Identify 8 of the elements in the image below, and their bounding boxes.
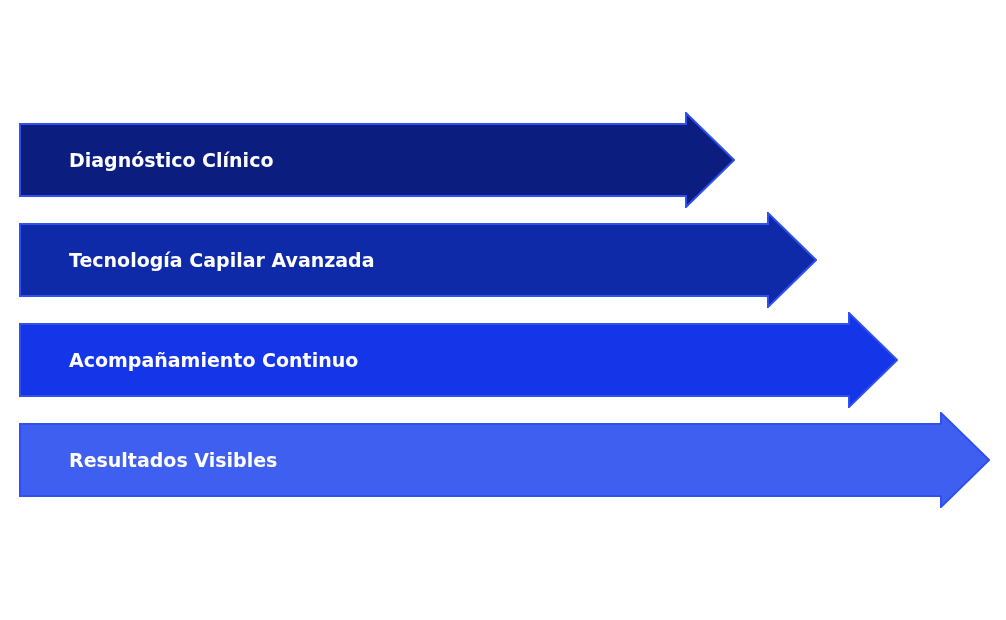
arrow-shape [19, 212, 817, 308]
step-label: Diagnóstico Clínico [69, 149, 274, 171]
arrow-shape [19, 312, 898, 408]
step-label: Resultados Visibles [69, 449, 278, 471]
step-label: Acompañamiento Continuo [69, 349, 359, 371]
step-label: Tecnología Capilar Avanzada [69, 249, 375, 271]
arrow-shape [19, 112, 735, 208]
arrow-shape [19, 412, 990, 508]
